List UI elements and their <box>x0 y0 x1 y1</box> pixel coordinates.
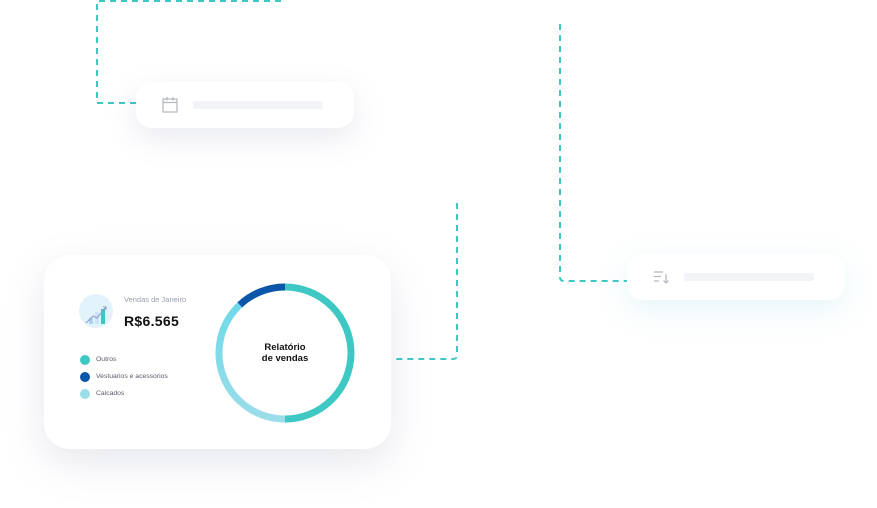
donut-chart <box>215 283 355 423</box>
legend-label: Outros <box>96 356 117 363</box>
connector-sort <box>559 24 627 282</box>
sales-report-card: Vendas de Janeiro R$6.565 Outros Vestuar… <box>44 255 391 449</box>
growth-chart-icon <box>79 294 113 328</box>
legend-item-calcados: Calcados <box>80 385 168 402</box>
sales-value: R$6.565 <box>124 313 180 329</box>
sales-label: Vendas de Janeiro <box>124 295 187 304</box>
sort-card[interactable] <box>627 254 845 300</box>
donut-segment-calcados <box>215 302 286 423</box>
date-input-placeholder[interactable] <box>193 101 323 109</box>
donut-title-line2: de vendas <box>261 353 309 364</box>
donut-title-line1: Relatório <box>264 342 306 353</box>
legend-item-outros: Outros <box>80 351 168 368</box>
connector-report <box>393 203 458 360</box>
sort-descending-icon <box>651 267 671 287</box>
legend-label: Calcados <box>96 390 125 397</box>
donut-center-title: Relatório de vendas <box>212 280 358 426</box>
legend-label: Vestuarios e acessorios <box>96 373 168 380</box>
legend-item-vestuarios: Vestuarios e acessorios <box>80 368 168 385</box>
legend-dot <box>80 371 90 382</box>
calendar-icon <box>160 95 180 115</box>
legend-dot <box>80 388 90 399</box>
donut-segment-outros <box>284 283 355 423</box>
date-filter-card[interactable] <box>136 82 354 128</box>
donut-segment-vestuarios <box>237 283 286 308</box>
sort-input-placeholder[interactable] <box>684 273 814 281</box>
chart-legend: Outros Vestuarios e acessorios Calcados <box>80 351 168 402</box>
legend-dot <box>80 354 90 365</box>
